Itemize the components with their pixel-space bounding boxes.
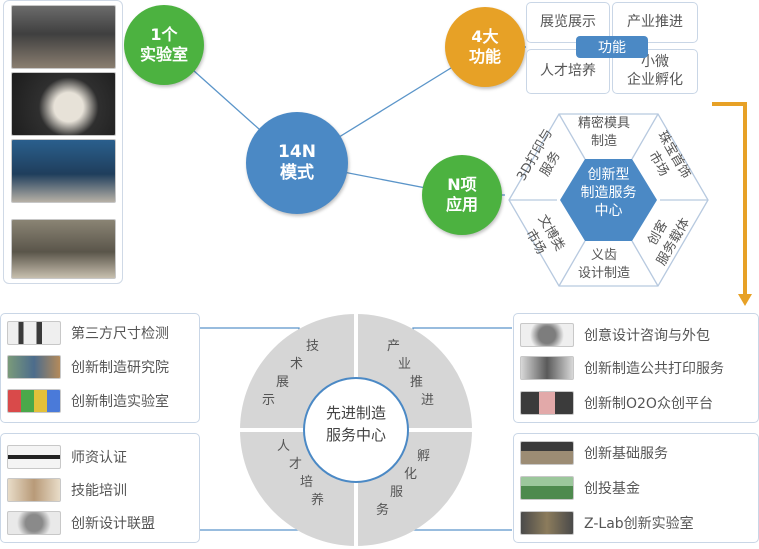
- hexagon-center-label: 创新型 制造服务 中心: [580, 167, 637, 220]
- panel-top-right: 创意设计咨询与外包 创新制造公共打印服务 创新制O2O众创平台: [513, 313, 759, 423]
- list-item: 创新制O2O众创平台: [520, 390, 713, 416]
- ring-tech-show-4: 示: [262, 393, 276, 408]
- orange-arrow: [712, 102, 747, 296]
- ring-incubation-1: 孵: [417, 449, 431, 464]
- orange-arrowhead: [738, 294, 752, 306]
- panel-bottom-left: 师资认证 技能培训 创新设计联盟: [0, 433, 200, 543]
- ring-incubation-2: 化: [404, 467, 418, 482]
- hex-item-bottom: 义齿 设计制造: [577, 248, 630, 281]
- list-item: 创投基金: [520, 475, 640, 501]
- ring-talent-3: 培: [300, 475, 314, 490]
- thumb-image: [520, 476, 574, 500]
- ring-tech-show-2: 术: [290, 357, 304, 372]
- thumb-image: [7, 478, 61, 502]
- functions-circle-label: 4大 功能: [468, 27, 501, 66]
- ring-industry-1: 产: [387, 339, 401, 354]
- function-center-badge: 功能: [576, 36, 648, 58]
- thumb-image: [7, 355, 61, 379]
- ring-talent-1: 人: [277, 439, 291, 454]
- lab-photo-panel: [3, 0, 123, 284]
- list-item: 技能培训: [7, 477, 127, 503]
- ring-incubation-4: 务: [376, 503, 390, 518]
- list-item: 创新设计联盟: [7, 510, 155, 536]
- list-item: 师资认证: [7, 444, 127, 470]
- list-item: 创意设计咨询与外包: [520, 322, 710, 348]
- application-hexagon: [508, 113, 709, 287]
- ring-industry-3: 推: [410, 375, 424, 390]
- list-item: 第三方尺寸检测: [7, 320, 169, 346]
- thumb-image: [7, 511, 61, 535]
- model-circle: 14N 模式: [246, 112, 348, 214]
- service-ring: [237, 311, 475, 549]
- list-item: 创新制造研究院: [7, 354, 169, 380]
- panel-top-left: 第三方尺寸检测 创新制造研究院 创新制造实验室: [0, 313, 200, 423]
- thumb-image: [7, 389, 61, 413]
- lab-photo-1: [11, 5, 116, 69]
- lab-photo-3: [11, 139, 116, 203]
- apps-circle: N项 应用: [422, 155, 502, 235]
- panel-bottom-right: 创新基础服务 创投基金 Z-Lab创新实验室: [513, 433, 759, 543]
- ring-tech-show-1: 技: [306, 339, 320, 354]
- ring-talent-2: 才: [289, 457, 303, 472]
- hexagon-center-shape: [560, 159, 657, 241]
- list-item: Z-Lab创新实验室: [520, 510, 694, 536]
- list-item: 创新制造实验室: [7, 388, 169, 414]
- lab-photo-4: [11, 219, 116, 279]
- lab-photo-2: [11, 72, 116, 136]
- thumb-image: [7, 321, 61, 345]
- thumb-image: [520, 323, 574, 347]
- ring-tech-show-3: 展: [276, 375, 290, 390]
- ring-incubation-3: 服: [390, 485, 404, 500]
- ring-center-label: 先进制造 服务中心: [325, 404, 386, 444]
- thumb-image: [520, 441, 574, 465]
- thumb-image: [520, 391, 574, 415]
- ring-industry-2: 业: [398, 357, 412, 372]
- thumb-image: [520, 511, 574, 535]
- model-circle-label: 14N 模式: [278, 141, 316, 183]
- apps-circle-label: N项 应用: [445, 175, 478, 214]
- ring-industry-4: 进: [421, 393, 435, 408]
- ring-talent-4: 养: [311, 493, 325, 508]
- list-item: 创新基础服务: [520, 440, 668, 466]
- hex-item-top: 精密模具 制造: [577, 116, 630, 149]
- thumb-image: [7, 445, 61, 469]
- function-incubation: 小微 企业孵化: [612, 49, 698, 94]
- lab-circle: 1个 实验室: [124, 5, 204, 85]
- function-talent: 人才培养: [526, 49, 610, 94]
- list-item: 创新制造公共打印服务: [520, 355, 724, 381]
- thumb-image: [520, 356, 574, 380]
- functions-circle: 4大 功能: [445, 7, 525, 87]
- lab-circle-label: 1个 实验室: [139, 25, 188, 64]
